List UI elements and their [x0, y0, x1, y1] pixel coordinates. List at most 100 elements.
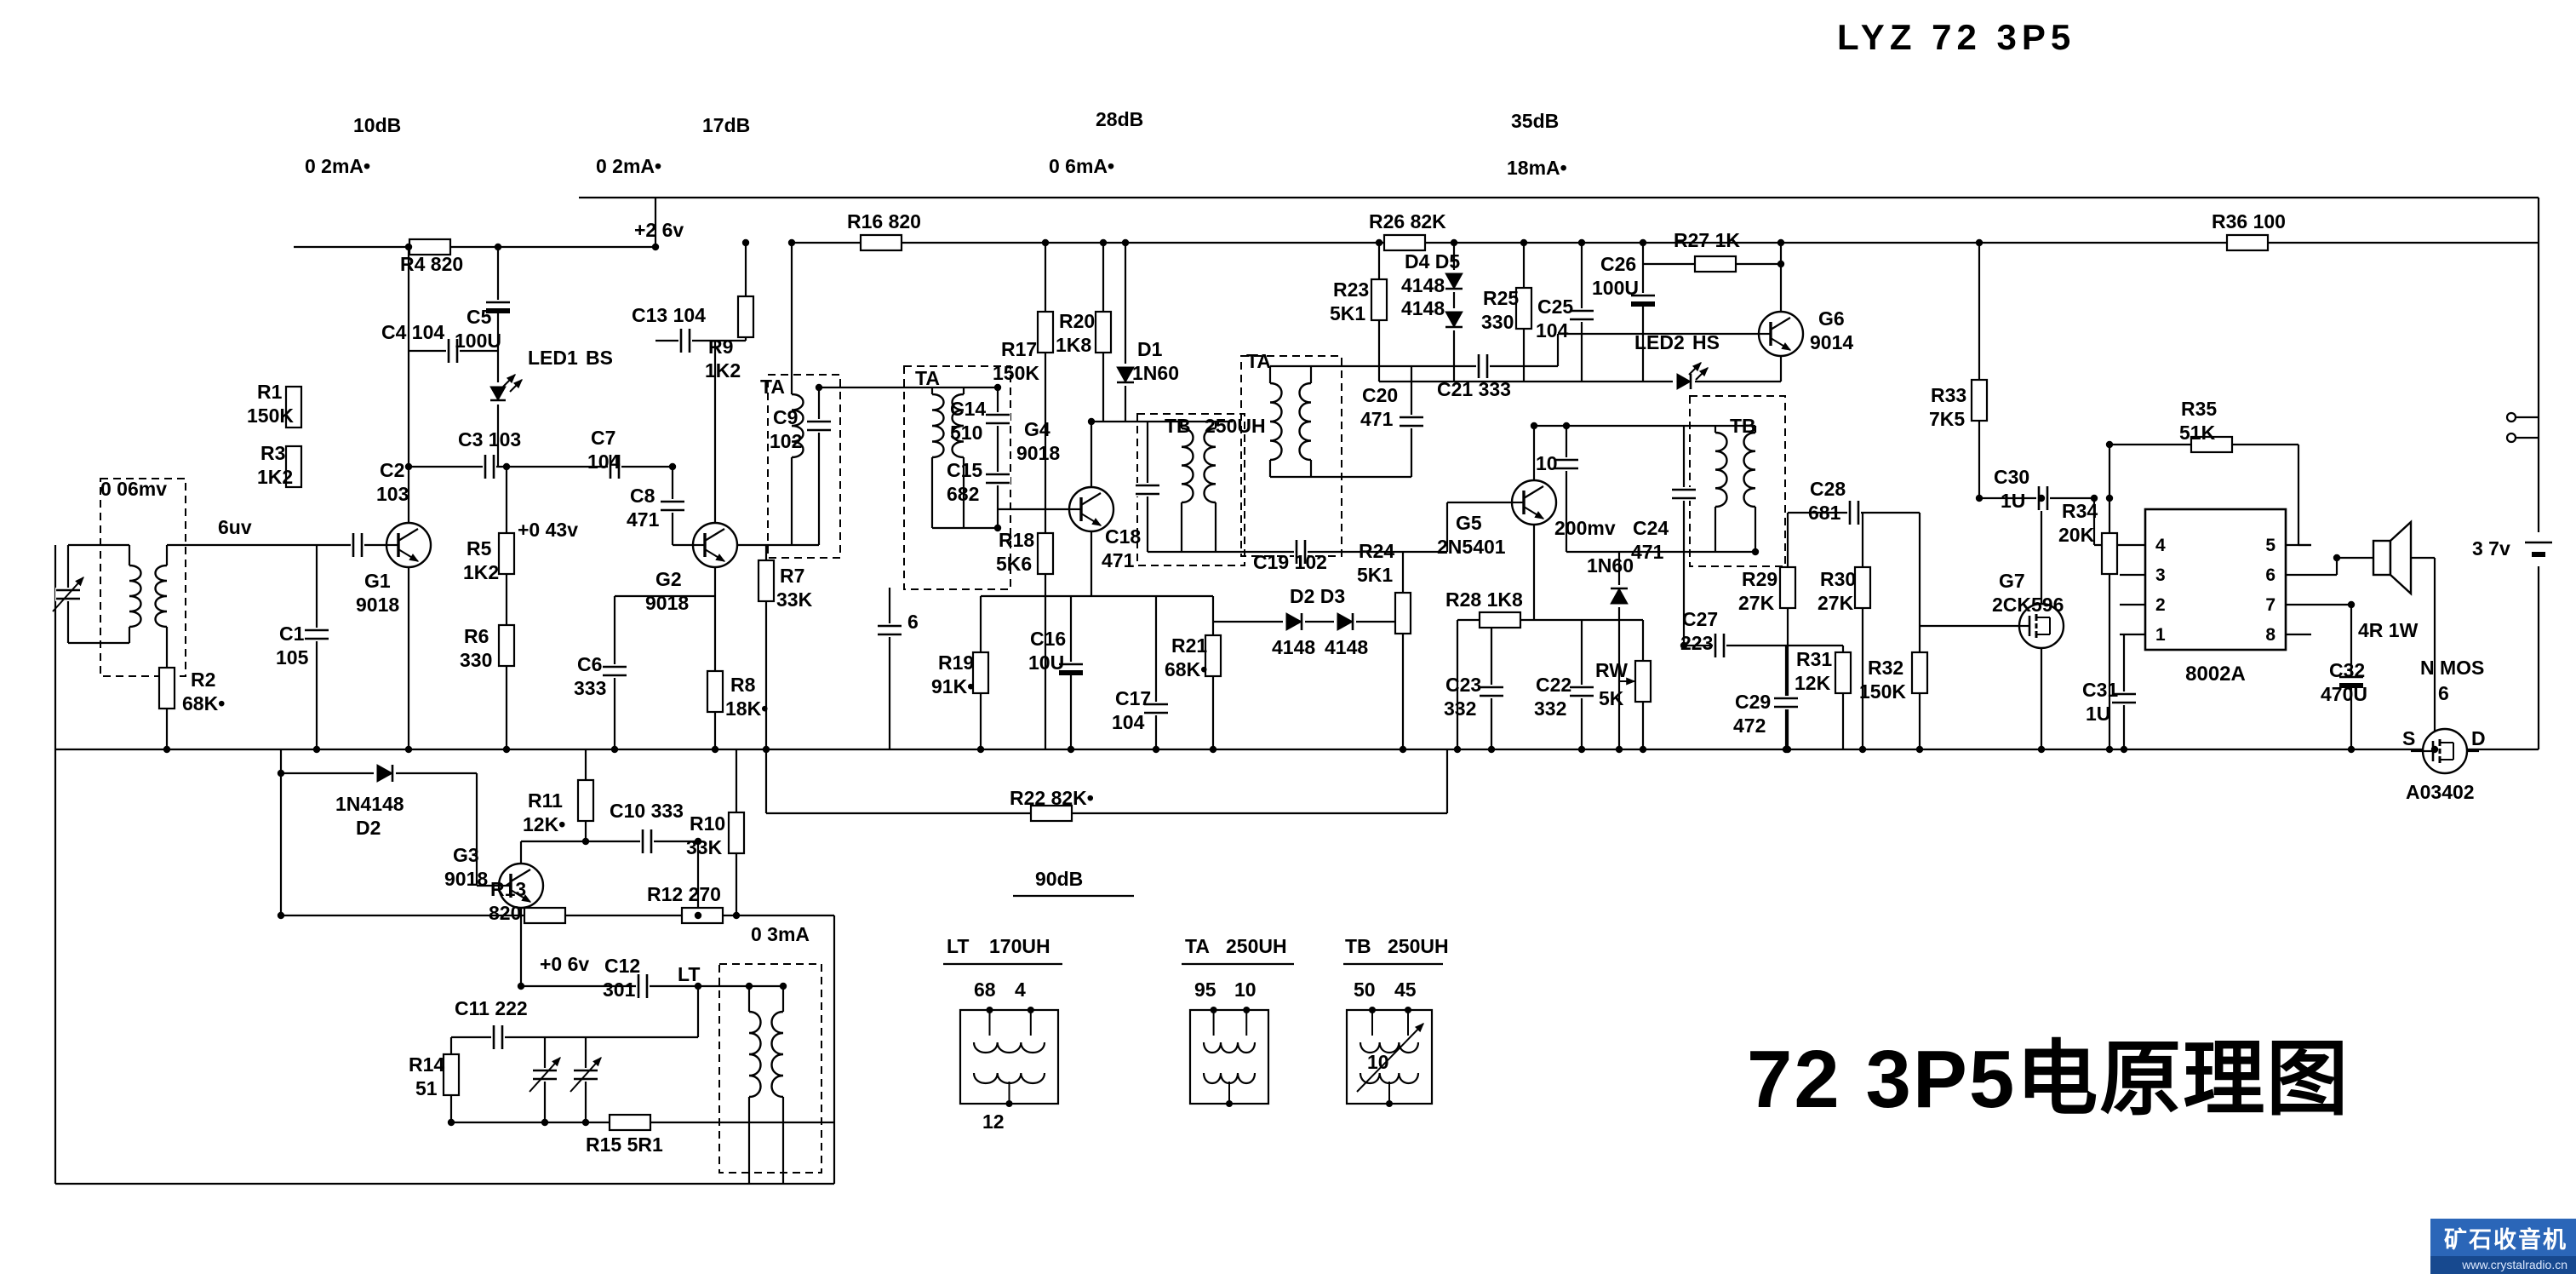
schematic-label: 1K2 — [705, 359, 741, 382]
resistor — [497, 623, 516, 668]
schematic-label: R22 82K• — [1010, 787, 1094, 809]
schematic-label: C10 333 — [610, 800, 684, 822]
ic-pin-number: 5 — [2265, 536, 2275, 555]
junction-dot — [1577, 745, 1586, 754]
resistor — [680, 906, 724, 925]
led — [1676, 373, 1692, 390]
schematic-label: 0 06mv — [100, 478, 167, 500]
junction-dot — [1067, 745, 1075, 754]
resistor — [1910, 651, 1929, 695]
schematic-label: 20K — [2058, 524, 2095, 546]
speaker — [2389, 519, 2413, 596]
resistor — [497, 531, 516, 576]
junction-dot — [1639, 745, 1647, 754]
schematic-label: 682 — [947, 483, 979, 505]
junction-dot — [1399, 745, 1407, 754]
spec-adjust-arrow — [1356, 1023, 1424, 1093]
transistor — [510, 869, 531, 882]
junction-dot — [1152, 745, 1160, 754]
schematic-label: R16 820 — [847, 210, 921, 232]
schematic-label: 72 3P5电原理图 — [1747, 1034, 2350, 1125]
schematic-label: R24 — [1359, 540, 1394, 562]
junction-dot — [2105, 494, 2114, 502]
schematic-label: C2 — [380, 459, 404, 481]
schematic-label: 150K — [993, 362, 1039, 384]
diode — [1116, 366, 1135, 384]
junction-dot — [732, 911, 741, 920]
schematic-label: C13 104 — [632, 304, 706, 326]
schematic-label: 9014 — [1810, 331, 1853, 353]
schematic-label: 1K2 — [463, 561, 499, 583]
schematic-label: TB — [1730, 415, 1756, 437]
schematic-label: 9018 — [444, 868, 488, 890]
coil — [1743, 431, 1756, 508]
junction-dot — [2430, 745, 2439, 754]
watermark-site-name: 矿石收音机 — [2430, 1219, 2576, 1256]
schematic-label: 250UH — [1205, 415, 1266, 437]
junction-dot — [2120, 745, 2128, 754]
schematic-label: 2CK596 — [1992, 594, 2064, 616]
schematic-label: 10 — [1367, 1051, 1389, 1073]
junction-dot — [711, 745, 719, 754]
schematic-label: R15 5R1 — [586, 1133, 663, 1156]
schematic-label: C20 — [1362, 384, 1398, 406]
junction-dot — [1680, 641, 1688, 650]
schematic-label: G1 — [364, 570, 391, 592]
schematic-label: LT — [678, 963, 700, 985]
schematic-label: A03402 — [2406, 781, 2475, 803]
capacitor — [1059, 670, 1083, 675]
schematic-label: RW — [1595, 659, 1628, 681]
resistor — [1514, 286, 1533, 330]
schematic-label: R7 — [780, 565, 804, 587]
spec-coil — [972, 1072, 1046, 1085]
schematic-label: 100U — [1592, 277, 1639, 299]
resistor — [1382, 233, 1427, 252]
junction-dot — [1915, 745, 1924, 754]
schematic-label: 12 — [982, 1110, 1005, 1133]
schematic-label: D2 D3 — [1290, 585, 1345, 607]
resistor — [1693, 255, 1737, 273]
diode — [1610, 587, 1629, 605]
schematic-label: R9 — [708, 336, 733, 358]
schematic-label: D2 — [356, 817, 381, 839]
transistor — [1770, 317, 1791, 330]
schematic-label: C1 — [279, 623, 305, 645]
schematic-label: TA — [1246, 350, 1271, 372]
junction-dot — [2347, 745, 2356, 754]
schematic-label: R25 — [1483, 287, 1519, 309]
junction-dot — [741, 238, 750, 247]
schematic-label: G4 — [1024, 418, 1050, 440]
schematic-label: C5 — [467, 306, 492, 328]
terminal — [2505, 411, 2517, 423]
schematic-label: 10dB — [353, 114, 401, 136]
schematic-label: 1U — [2086, 703, 2110, 725]
spec-coil — [1202, 1072, 1257, 1085]
schematic-label: 68K• — [1165, 658, 1207, 680]
resistor — [2190, 435, 2234, 454]
ic-pin-number: 3 — [2155, 565, 2166, 585]
schematic-label: TB — [1345, 935, 1371, 957]
junction-dot — [1975, 238, 1984, 247]
spec-coil — [1359, 1072, 1420, 1085]
schematic-label: 471 — [1360, 408, 1394, 430]
resistor — [1036, 310, 1055, 354]
schematic-label: 27K — [1818, 592, 1854, 614]
schematic-label: LYZ 72 3P5 — [1837, 17, 2075, 57]
schematic-label: C3 103 — [458, 428, 521, 450]
variable-capacitor — [592, 1056, 602, 1067]
resistor — [757, 559, 776, 603]
schematic-label: 1N60 — [1132, 362, 1179, 384]
ic-box — [2144, 508, 2287, 651]
schematic-label: 51 — [415, 1077, 438, 1099]
spec-adjust-arrow — [1414, 1023, 1424, 1033]
schematic-label: R18 — [999, 529, 1034, 551]
schematic-label: 35dB — [1511, 110, 1559, 132]
schematic-label: 1N60 — [1587, 554, 1634, 577]
transistor — [1534, 511, 1545, 519]
schematic-label: 1K2 — [257, 466, 293, 488]
schematic-label: R13 — [490, 878, 526, 900]
junction-dot — [1562, 422, 1571, 430]
schematic-label: 9018 — [1016, 442, 1060, 464]
coil — [791, 393, 804, 459]
